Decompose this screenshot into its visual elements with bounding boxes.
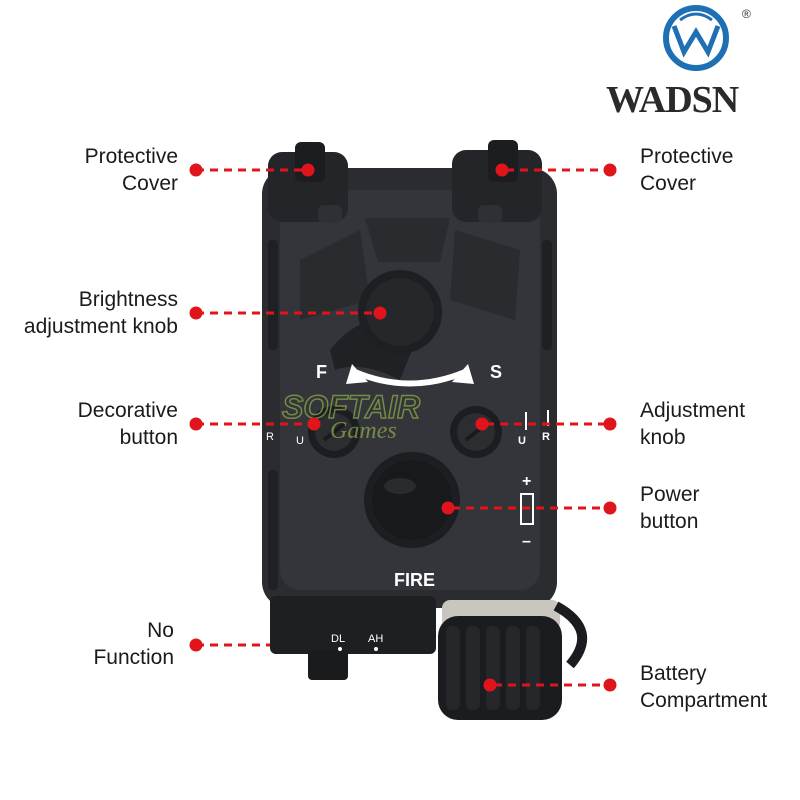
callout-dot: [441, 501, 455, 515]
mode-s-mark: S: [490, 362, 502, 382]
callout-dot: [603, 163, 617, 177]
left-u-mark: U: [296, 435, 304, 447]
callout-dot: [189, 638, 203, 652]
label-no-function: No Function: [93, 619, 174, 669]
label-battery-compartment: Battery Compartment: [640, 662, 768, 712]
watermark-line1: SOFTAIR: [282, 389, 420, 425]
label-protective-cover-left: Protective Cover: [84, 145, 178, 195]
callout-dot: [495, 163, 509, 177]
label-power-button: Power button: [640, 483, 700, 533]
minus-mark: –: [522, 533, 531, 550]
dl-ah-module: DL AH: [270, 596, 436, 680]
callout-dot: [603, 501, 617, 515]
callout-dot: [483, 678, 497, 692]
right-r-mark: R: [542, 431, 550, 443]
watermark: SOFTAIR Games: [281, 388, 421, 444]
protective-cover-left: [268, 142, 348, 223]
callout-dot: [373, 306, 387, 320]
ah-mark: AH: [368, 633, 383, 645]
dl-mark: DL: [331, 633, 345, 645]
callout-dot: [301, 163, 315, 177]
mode-f-mark: F: [316, 362, 327, 382]
callout-dot: [307, 417, 321, 431]
left-r-mark: R: [266, 431, 274, 443]
registered-mark: ®: [742, 7, 751, 21]
right-u-mark: U: [518, 435, 526, 447]
callout-dot: [603, 417, 617, 431]
callout-dot: [189, 163, 203, 177]
callout-dot: [603, 678, 617, 692]
label-protective-cover-right: Protective Cover: [640, 145, 734, 195]
battery-cap: [438, 600, 588, 720]
callout-dot: [189, 417, 203, 431]
brand-emblem: [663, 5, 729, 71]
plus-mark: +: [522, 473, 531, 490]
power-button: [364, 452, 460, 548]
decorative-knob: [308, 406, 360, 458]
protective-cover-right: [452, 140, 542, 223]
callout-dot: [475, 417, 489, 431]
fire-mark: FIRE: [394, 570, 435, 590]
label-brightness-knob: Brightness adjustment knob: [23, 288, 178, 338]
callout-dot: [189, 306, 203, 320]
callouts: [189, 163, 617, 692]
watermark-line2: Games: [330, 418, 397, 444]
label-adjustment-knob: Adjustment knob: [640, 399, 746, 449]
label-decorative-button: Decorative button: [77, 399, 178, 449]
adjustment-knob: [450, 406, 502, 458]
brand-logo-text: WADSN: [606, 79, 739, 121]
